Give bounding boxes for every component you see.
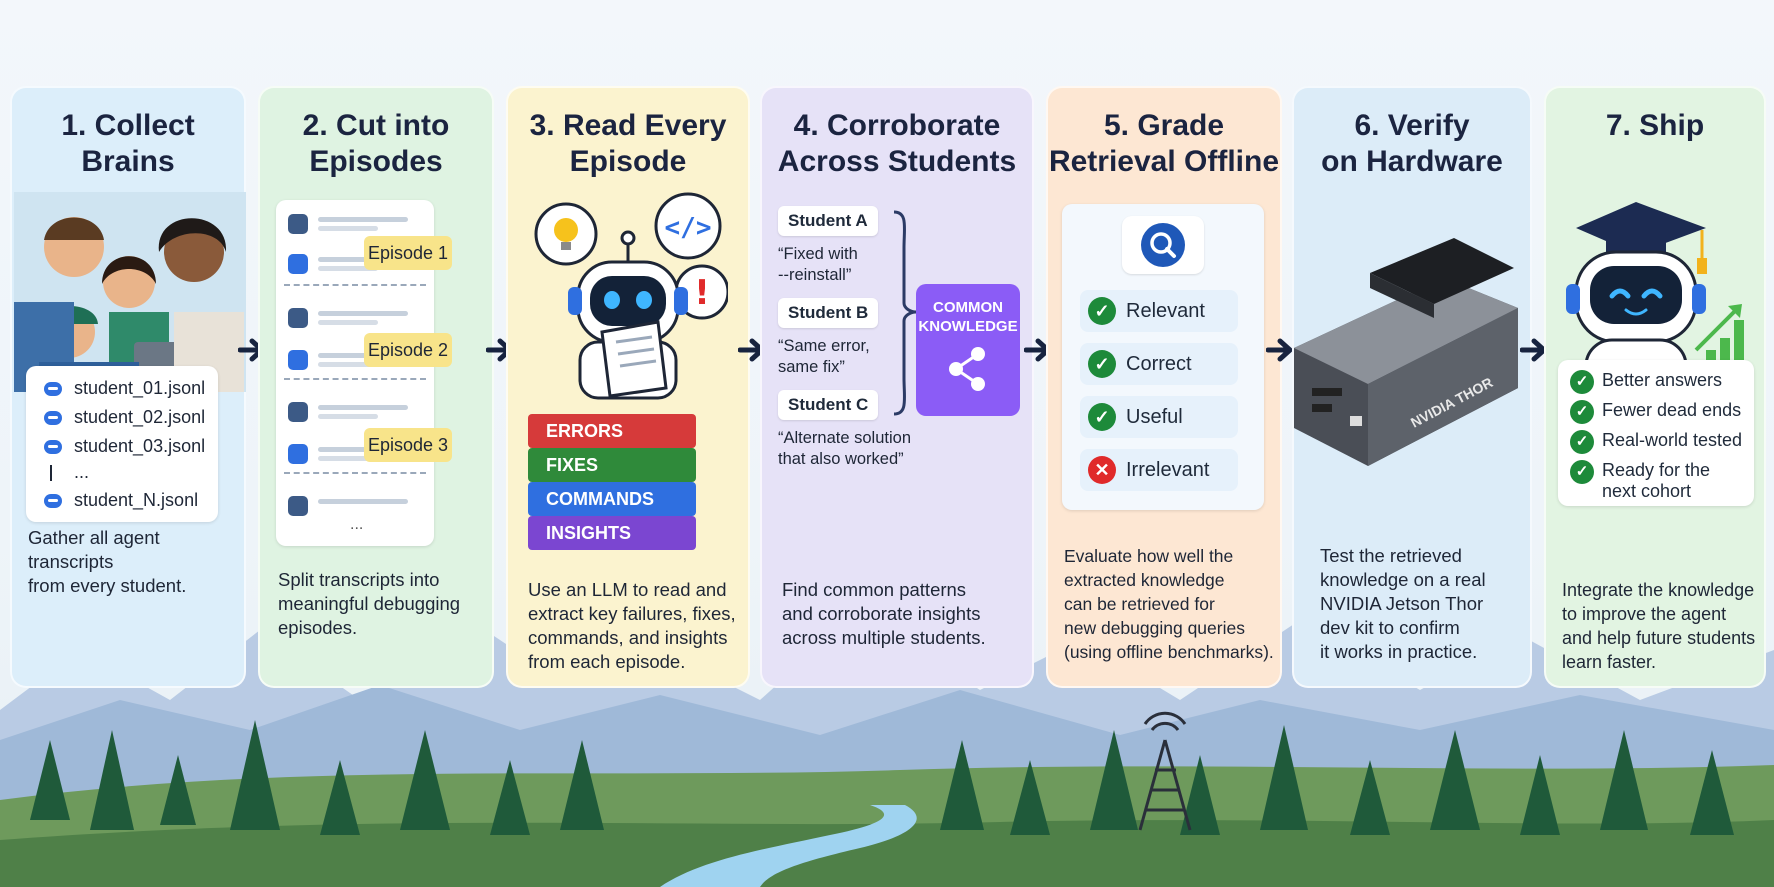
step-cut-into-episodes: 2. Cut into Episodes ... Episode 1 Episo… (258, 86, 494, 688)
episode-tag[interactable]: Episode 2 (364, 333, 452, 367)
common-knowledge-label: COMMON KNOWLEDGE (918, 299, 1018, 335)
checklist-item: ✓ Real-world tested (1570, 430, 1742, 454)
chat-icon (44, 382, 62, 397)
panel-description: Test the retrieved knowledge on a real N… (1320, 545, 1486, 662)
check-circle-icon: ✓ (1088, 350, 1116, 378)
user-avatar (288, 444, 308, 464)
episode-tag[interactable]: Episode 1 (364, 236, 452, 270)
book-fixes: FIXES (528, 448, 696, 482)
robot-reader-illustration: </> ! (534, 192, 728, 400)
student-quote: “Same error, same fix” (778, 337, 870, 376)
user-avatar (288, 350, 308, 370)
chat-icon (44, 411, 62, 426)
chat-icon (44, 440, 62, 455)
check-circle-icon: ✓ (1088, 297, 1116, 325)
panel-description: Use an LLM to read and extract key failu… (528, 579, 736, 672)
grading-card: ✓ Relevant ✓ Correct ✓ Useful ✕ Irrelevant (1062, 204, 1264, 510)
grade-label: Useful (1126, 406, 1183, 428)
svg-text:!: ! (694, 273, 710, 313)
book-insights: INSIGHTS (528, 516, 696, 550)
ellipsis-text: ... (74, 462, 90, 482)
check-circle-icon: ✓ (1570, 400, 1594, 424)
check-circle-icon: ✓ (1570, 460, 1594, 484)
students-illustration (14, 192, 246, 392)
student-name: Student B (778, 298, 879, 328)
checklist-item: ✓ Ready for the next cohort (1570, 460, 1710, 502)
checklist-label: Fewer dead ends (1602, 400, 1742, 420)
user-avatar (288, 402, 308, 422)
user-avatar (288, 496, 308, 516)
panel-description: Gather all agent transcripts from every … (28, 527, 187, 596)
checklist-item: ✓ Fewer dead ends (1570, 400, 1741, 424)
grade-item-irrelevant: ✕ Irrelevant (1080, 449, 1238, 491)
user-avatar (288, 254, 308, 274)
student-quote: “Alternate solution that also worked” (778, 429, 911, 468)
grade-label: Irrelevant (1126, 459, 1210, 481)
checklist-item: ✓ Better answers (1570, 370, 1722, 394)
jetson-device-illustration: NVIDIA THOR (1294, 238, 1518, 466)
step-collect-brains: 1. Collect Brains student_01.jsonl stude… (10, 86, 246, 688)
file-name: student_N.jsonl (74, 490, 199, 510)
episode-tag[interactable]: Episode 3 (364, 428, 452, 462)
student-name: Student C (778, 390, 879, 420)
check-circle-icon: ✓ (1570, 430, 1594, 454)
grade-item-relevant: ✓ Relevant (1080, 290, 1238, 332)
step-ship: 7. Ship ✓ Better answers ✓ Fewer dead ends… (1544, 86, 1766, 688)
panel-description: Integrate the knowledge to improve the a… (1562, 580, 1756, 672)
grade-item-useful: ✓ Useful (1080, 396, 1238, 438)
ship-checklist-card: ✓ Better answers ✓ Fewer dead ends ✓ Real-w… (1558, 360, 1754, 506)
student-quote: “Fixed with --reinstall” (778, 245, 858, 284)
panel-title: 1. Collect Brains (61, 109, 195, 178)
file-item[interactable]: student_03.jsonl (44, 436, 205, 457)
user-avatar (288, 308, 308, 328)
student-card: Student A “Fixed with --reinstall” (778, 206, 918, 286)
arrow-right-icon (1266, 338, 1293, 362)
file-name: student_02.jsonl (74, 407, 206, 427)
step-corroborate-across-students: 4. Corroborate Across Students Student A… (760, 86, 1034, 688)
student-card: Student C “Alternate solution that also … (778, 390, 938, 470)
x-circle-icon: ✕ (1088, 456, 1116, 484)
step-read-every-episode: 3. Read Every Episode </> ! ERRORS FIXES… (506, 86, 750, 688)
file-list-card: student_01.jsonl student_02.jsonl studen… (26, 366, 218, 522)
svg-text:</>: </> (665, 213, 712, 243)
book-commands: COMMANDS (528, 482, 696, 516)
share-network-icon (949, 347, 985, 391)
panel-title: 3. Read Every Episode (529, 109, 727, 178)
panel-title: 5. Grade Retrieval Offline (1048, 109, 1280, 178)
chat-icon (44, 494, 62, 509)
panel-title: 7. Ship (1605, 109, 1705, 142)
check-circle-icon: ✓ (1088, 403, 1116, 431)
panel-title: 4. Corroborate Across Students (777, 109, 1017, 178)
student-card: Student B “Same error, same fix” (778, 298, 918, 378)
file-name: student_01.jsonl (74, 378, 206, 398)
grade-label: Relevant (1126, 300, 1205, 322)
panel-title: 2. Cut into Episodes (302, 109, 450, 178)
grade-label: Correct (1126, 353, 1192, 375)
common-knowledge-box: COMMON KNOWLEDGE (916, 284, 1020, 416)
panel-description: Evaluate how well the extracted knowledg… (1064, 546, 1274, 662)
panel-description: Split transcripts into meaningful debugg… (278, 569, 461, 638)
file-name: student_03.jsonl (74, 436, 206, 456)
more-ellipsis: ... (350, 516, 364, 533)
user-avatar (288, 214, 308, 234)
checklist-label: Real-world tested (1602, 430, 1743, 450)
checklist-label: Better answers (1602, 370, 1723, 390)
file-item[interactable]: student_02.jsonl (44, 407, 205, 428)
book-errors: ERRORS (528, 414, 696, 448)
search-icon (1122, 216, 1204, 274)
panel-title: 6. Verify on Hardware (1321, 109, 1503, 178)
student-name: Student A (778, 206, 878, 236)
step-grade-retrieval-offline: 5. Grade Retrieval Offline ✓ Relevant ✓ Co… (1046, 86, 1282, 688)
check-circle-icon: ✓ (1570, 370, 1594, 394)
grade-item-correct: ✓ Correct (1080, 343, 1238, 385)
panel-description: Find common patterns and corroborate ins… (782, 579, 986, 648)
file-item[interactable]: student_N.jsonl (44, 490, 198, 511)
step-verify-on-hardware: 6. Verify on Hardware NVIDIA THOR Test t… (1292, 86, 1532, 688)
checklist-label: Ready for the next cohort (1602, 460, 1711, 501)
file-item[interactable]: student_01.jsonl (44, 378, 205, 399)
file-ellipsis: ... (50, 462, 89, 483)
